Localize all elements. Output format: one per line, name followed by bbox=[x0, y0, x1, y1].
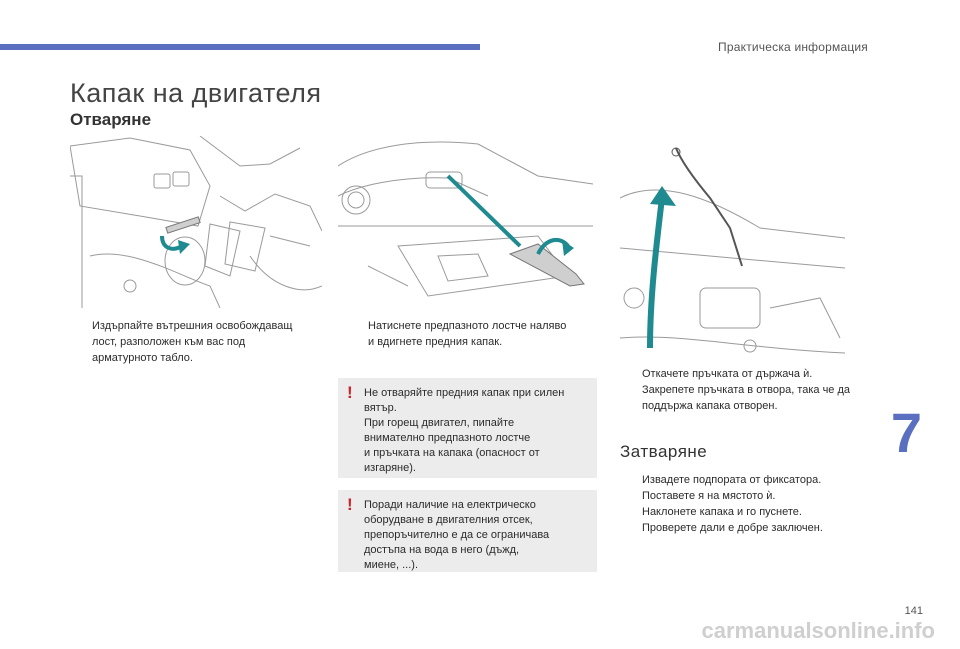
bonnet-stay-illustration bbox=[620, 138, 845, 360]
opening-step-2: Натиснете предпазното лостче наляво и вд… bbox=[368, 320, 567, 348]
opening-step-3: Откачете пръчката от държача ѝ. Закрепет… bbox=[642, 368, 851, 412]
warning-box-wind: ! Не отваряйте предния капак при силен в… bbox=[338, 378, 597, 478]
warning-box-water: ! Поради наличие на електрическо оборудв… bbox=[338, 490, 597, 572]
warning-icon: ! bbox=[347, 495, 353, 514]
opening-step-1: Издърпайте вътрешния освобождаващ лост, … bbox=[92, 320, 293, 364]
safety-catch-illustration bbox=[338, 136, 593, 308]
header-accent-bar bbox=[0, 44, 480, 50]
page-title: Капак на двигателя bbox=[70, 78, 322, 108]
closing-steps: Извадете подпората от фиксатора. Поставе… bbox=[642, 474, 823, 534]
warning-icon: ! bbox=[347, 383, 353, 402]
chapter-number: 7 bbox=[890, 401, 922, 464]
section-title: Практическа информация bbox=[718, 40, 868, 54]
interior-release-lever-illustration bbox=[70, 136, 322, 308]
closing-heading: Затваряне bbox=[620, 442, 708, 461]
opening-heading: Отваряне bbox=[70, 110, 152, 129]
page-number: 141 bbox=[904, 605, 923, 617]
watermark: carmanualsonline.info bbox=[701, 618, 936, 643]
